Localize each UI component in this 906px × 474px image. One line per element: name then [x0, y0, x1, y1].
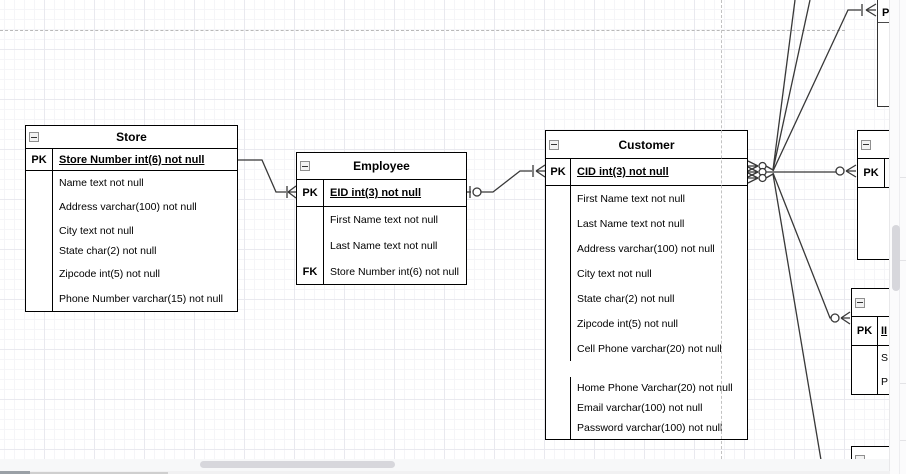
table-body: [858, 188, 890, 259]
entity-table-employee[interactable]: Employee PK EID int(3) not null First Na…: [296, 152, 467, 285]
table-header: Store: [26, 126, 237, 149]
pk-attr-cell: II: [881, 325, 888, 337]
pk-key-cell: PK: [546, 159, 571, 185]
attribute-row[interactable]: State char(2) not null: [546, 286, 747, 311]
entity-table-partial-top-right[interactable]: PK: [877, 0, 890, 107]
table-title: Employee: [353, 159, 410, 173]
connector-employee-customer[interactable]: [467, 164, 546, 198]
attribute-row[interactable]: State char(2) not null: [26, 241, 237, 261]
collapse-icon[interactable]: [855, 297, 865, 308]
table-body: First Name text not null Last Name text …: [546, 186, 747, 439]
attribute-row[interactable]: Name text not null: [26, 171, 237, 194]
attribute-row[interactable]: Address varchar(100) not null: [26, 194, 237, 220]
pk-key-cell: PK: [26, 149, 53, 170]
attribute-row[interactable]: Password varchar(100) not null: [546, 416, 747, 439]
collapse-icon[interactable]: [300, 161, 310, 171]
attribute-row[interactable]: P: [852, 370, 890, 394]
pk-row[interactable]: PK: [878, 0, 890, 23]
attribute-row[interactable]: Zipcode int(5) not null: [546, 311, 747, 336]
entity-table-partial-lower-right[interactable]: PK II S P: [851, 288, 890, 395]
attribute-row[interactable]: Home Phone Varchar(20) not null: [546, 377, 747, 399]
attribute-row[interactable]: City text not null: [26, 220, 237, 241]
pk-attr-cell: EID int(3) not null: [330, 187, 422, 199]
attribute-row[interactable]: Last Name text not null: [297, 233, 466, 259]
pk-row[interactable]: PK CID int(3) not null: [546, 159, 747, 186]
attribute-row[interactable]: Cell Phone varchar(20) not null: [546, 336, 747, 361]
collapse-icon[interactable]: [549, 139, 559, 150]
pk-key-cell: PK: [297, 180, 324, 206]
vertical-scrollbar-thumb[interactable]: [892, 225, 900, 291]
pk-row[interactable]: PK Store Number int(6) not null: [26, 149, 237, 171]
entity-table-store[interactable]: Store PK Store Number int(6) not null Na…: [25, 125, 238, 312]
collapse-icon[interactable]: [29, 132, 39, 142]
table-body: First Name text not null Last Name text …: [297, 207, 466, 284]
horizontal-scrollbar-thumb[interactable]: [200, 461, 395, 468]
connector-store-employee[interactable]: [238, 159, 297, 199]
pk-attr-cell: Store Number int(6) not null: [59, 153, 205, 166]
table-header: Employee: [297, 153, 466, 180]
attribute-row[interactable]: First Name text not null: [297, 207, 466, 233]
table-body: S P: [852, 346, 890, 394]
pk-row[interactable]: PK II: [852, 317, 890, 346]
attribute-row[interactable]: Phone Number varchar(15) not null: [26, 287, 237, 311]
panel-tick: [900, 260, 906, 261]
pk-key-cell: PK: [858, 159, 885, 187]
pk-row[interactable]: PK EID int(3) not null: [297, 180, 466, 207]
table-header: [852, 289, 890, 317]
table-body: Name text not null Address varchar(100) …: [26, 171, 237, 311]
attribute-row[interactable]: S: [852, 346, 890, 370]
panel-tick: [900, 383, 906, 384]
pk-attr-cell: CID int(3) not null: [577, 166, 669, 178]
attribute-row[interactable]: Email varchar(100) not null: [546, 399, 747, 416]
collapse-icon[interactable]: [861, 139, 871, 150]
table-header: Customer: [546, 131, 747, 159]
bottom-edge-strip: [0, 471, 890, 474]
table-title: Store: [116, 130, 147, 144]
panel-tick: [900, 440, 906, 441]
bottom-edge-mid-segment: [30, 472, 168, 474]
attribute-row[interactable]: First Name text not null: [546, 186, 747, 211]
horizontal-scrollbar-track[interactable]: [0, 459, 890, 474]
entity-table-partial-mid-right[interactable]: PK: [857, 130, 890, 260]
entity-table-customer[interactable]: Customer PK CID int(3) not null First Na…: [545, 130, 748, 440]
attribute-row[interactable]: City text not null: [546, 261, 747, 286]
page-break-horizontal: [0, 30, 845, 31]
page-break-vertical: [721, 0, 722, 459]
pk-key-cell: PK: [852, 317, 878, 345]
attribute-row[interactable]: Last Name text not null: [546, 211, 747, 236]
pk-key-cell: PK: [882, 7, 890, 19]
table-header: [858, 131, 890, 159]
pk-row[interactable]: PK: [858, 159, 890, 188]
attribute-row[interactable]: Address varchar(100) not null: [546, 236, 747, 261]
vertical-scrollbar-track[interactable]: [889, 0, 906, 474]
table-title: Customer: [618, 137, 675, 152]
bottom-edge-dark-segment: [0, 471, 30, 474]
panel-tick: [900, 177, 906, 178]
attribute-row[interactable]: Zipcode int(5) not null: [26, 261, 237, 287]
